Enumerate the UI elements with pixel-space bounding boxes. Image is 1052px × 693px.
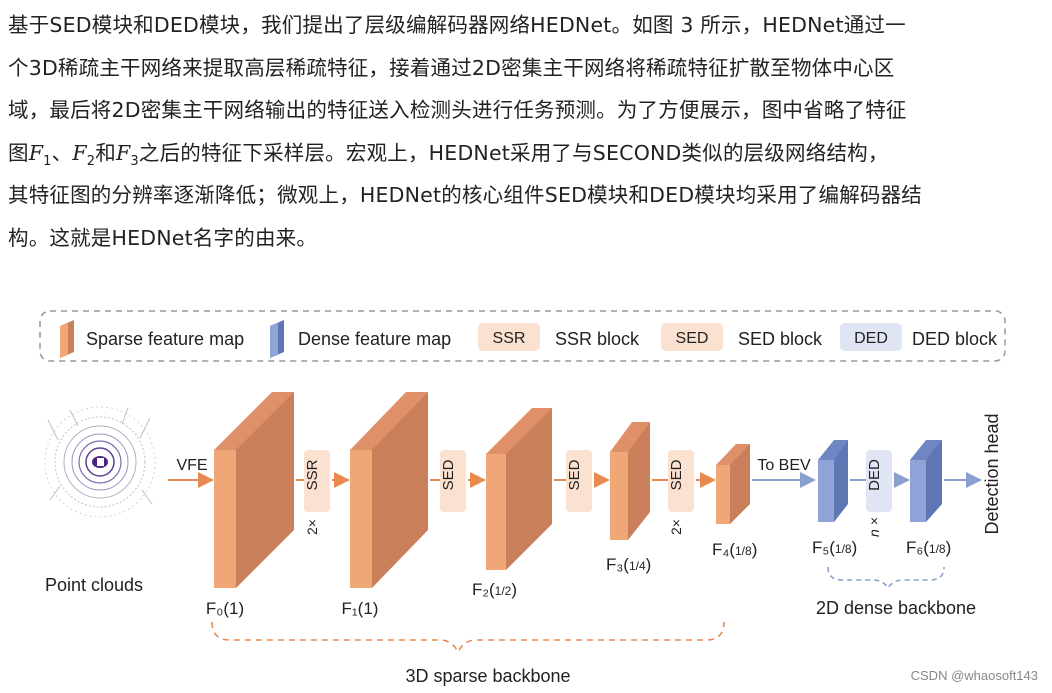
legend-ssr-box [478,323,540,351]
f3-label: F₃(1/4) [606,555,651,574]
architecture-figure: Sparse feature map Dense feature map SSR… [0,290,1052,689]
paragraph-line: 图F1、F2和F3之后的特征下采样层。宏观上，HEDNet采用了与SECOND类… [8,132,1048,175]
f3-label-fraction: 1/4 [629,559,646,573]
legend-sed-box [661,323,723,351]
legend-sed-label: SED block [738,329,823,349]
f5-label-fraction: 1/8 [835,542,852,556]
description-paragraph: 基于SED模块和DED模块，我们提出了层级编解码器网络HEDNet。如图 3 所… [8,4,1048,259]
sed-block-2 [566,450,592,512]
f5-feature-map [818,440,848,522]
math-f2-sub: 2 [86,153,96,169]
ded-block [866,450,892,512]
f5-label-name: F₅( [812,538,835,557]
math-f2: F [72,140,87,165]
math-f3-sub: 3 [130,153,139,169]
f2-label-name: F₂( [472,580,495,599]
paragraph-line: 个3D稀疏主干网络来提取高层稀疏特征，接着通过2D密集主干网络将稀疏特征扩散至物… [8,55,895,80]
f4-feature-map [716,444,750,524]
point-clouds-label: Point clouds [45,575,143,595]
legend-ded-label: DED block [912,329,998,349]
f1-feature-map [350,392,428,588]
vfe-label: VFE [176,457,207,474]
paragraph-line: 基于SED模块和DED模块，我们提出了层级编解码器网络HEDNet。如图 3 所… [8,13,906,37]
watermark: CSDN @whaosoft143 [910,668,1038,683]
f4-label: F₄(1/8) [712,540,757,559]
sed-block-2-text: SED [566,459,583,490]
f0-feature-map [214,392,294,588]
ded-block-text: DED [866,459,883,491]
legend-ssr-label: SSR block [555,329,640,349]
paragraph-text: 、 [51,140,73,165]
f6-feature-map [910,440,942,522]
legend-box [39,310,1006,362]
sparse-backbone-brace [211,621,725,654]
legend-sparse-icon [60,320,74,358]
f2-label: F₂(1/2) [472,580,517,599]
f2-label-fraction: 1/2 [495,584,512,598]
f5-label: F₅(1/8) [812,538,857,557]
legend-sparse-label: Sparse feature map [86,329,244,349]
architecture-diagram: Sparse feature map Dense feature map SSR… [39,310,1006,686]
point-cloud-image [40,402,156,567]
sed-block-1-text: SED [440,459,457,490]
legend-dense-label: Dense feature map [298,329,451,349]
f6-label-fraction: 1/8 [929,542,946,556]
sparse-backbone-label: 3D sparse backbone [405,666,570,686]
sed-times-label: 2× [668,519,684,535]
math-f1: F [28,140,44,165]
f3-label-name: F₃( [606,555,629,574]
paragraph-line: 域，最后将2D密集主干网络输出的特征送入检测头进行任务预测。为了方便展示，图中省… [8,98,907,122]
f6-label: F₆(1/8) [906,538,951,557]
paragraph-line: 其特征图的分辨率逐渐降低；微观上，HEDNet的核心组件SED模块和DED模块均… [8,183,923,207]
detection-head-label: Detection head [982,413,1002,534]
legend-ssr-box-text: SSR [493,330,526,347]
paragraph-text: 图 [8,140,29,165]
dense-backbone-label: 2D dense backbone [816,598,976,618]
paragraph-text: 之后的特征下采样层。宏观上，HEDNet采用了与SECOND类似的层级网络结构， [138,140,889,165]
legend-dense-icon [270,320,284,358]
f0-label: F₀(1) [206,599,244,618]
sed-block-3 [668,450,694,512]
ssr-block [304,450,330,512]
math-f1-sub: 1 [43,153,52,169]
paragraph-text: 和 [95,140,116,165]
f2-feature-map [486,408,552,570]
f3-feature-map [610,422,650,540]
f1-label: F₁(1) [342,599,379,618]
legend-ded-box-text: DED [854,330,888,347]
math-f3: F [115,140,131,165]
ssr-block-text: SSR [304,459,321,490]
legend-ded-box [840,323,902,351]
f6-label-name: F₆( [906,538,929,557]
ssr-times-label: 2× [304,519,320,535]
f4-label-fraction: 1/8 [735,544,752,558]
ded-times-label: n × [866,517,882,537]
to-bev-label: To BEV [757,457,811,474]
legend-sed-box-text: SED [676,330,709,347]
sed-block-1 [440,450,466,512]
f4-label-name: F₄( [712,540,735,559]
paragraph-line: 构。这就是HEDNet名字的由来。 [8,225,318,250]
dense-backbone-brace [827,566,945,590]
sed-block-3-text: SED [668,459,685,490]
